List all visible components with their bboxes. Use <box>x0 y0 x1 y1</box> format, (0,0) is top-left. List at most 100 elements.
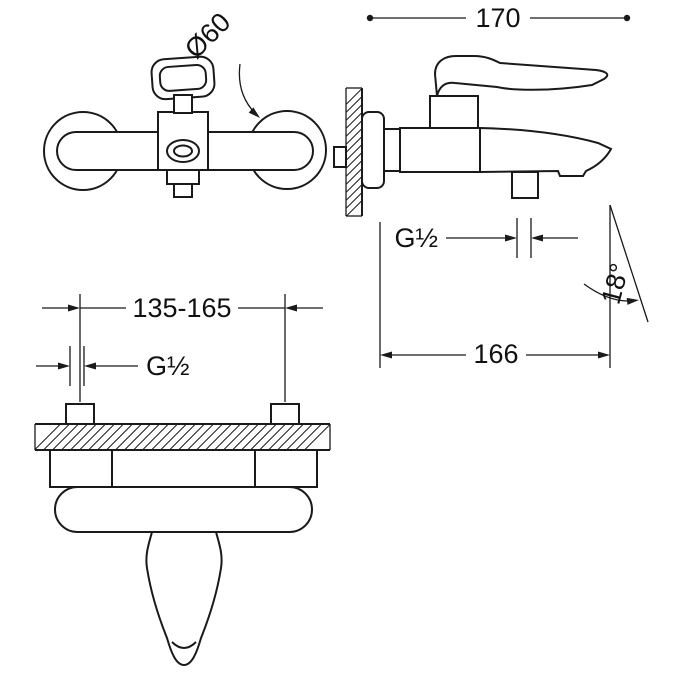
spout-angle-line <box>609 204 649 323</box>
hatch-line <box>133 424 160 450</box>
hatch-line <box>106 424 133 450</box>
hatch-line <box>346 104 362 121</box>
hatch-line <box>205 424 232 450</box>
hatch-line <box>196 424 223 450</box>
hatch-line <box>346 96 362 113</box>
hatch-line <box>70 424 97 450</box>
hatch-line <box>61 424 88 450</box>
hatch-line <box>346 160 362 177</box>
reach-arrowhead-right <box>598 351 610 359</box>
hatch-line <box>187 424 214 450</box>
thread-bottom-arrowhead-left <box>58 362 70 370</box>
supply-pipe-right <box>270 403 300 425</box>
spout-outlet-oval <box>166 139 200 163</box>
hatch-line <box>346 192 362 209</box>
spacing-arrowhead-right <box>285 304 297 312</box>
hatch-line <box>214 424 241 450</box>
thread-arrowhead-left <box>505 234 517 242</box>
hatch-line <box>232 424 259 450</box>
connector-front <box>166 169 200 185</box>
thread-arrowhead-right <box>531 234 543 242</box>
hatch-line <box>346 152 362 169</box>
wall-section-bottom <box>34 423 331 451</box>
dim-hole-spacing: 135-165 <box>42 293 323 402</box>
hatch-line <box>277 424 304 450</box>
cartridge-side <box>429 95 479 129</box>
reach-arrowhead-left <box>380 351 392 359</box>
spout-aerator-detail <box>171 641 197 649</box>
supply-pipe-left <box>65 403 95 425</box>
side-wall-hatch <box>346 88 362 217</box>
hatch-line <box>268 424 295 450</box>
dim-thread-bottom: G½ <box>36 346 190 386</box>
dim-thread-side: G½ <box>394 218 578 258</box>
escutcheon-hub-side <box>383 128 401 172</box>
mixer-body-bottom <box>54 486 313 533</box>
dim-label-reach: 166 <box>473 339 518 369</box>
diameter-leader-line <box>238 63 259 117</box>
spout-side <box>479 126 613 177</box>
dim-spout-reach: 166 <box>379 222 610 369</box>
hatch-line <box>97 424 124 450</box>
bottom-view <box>34 403 331 667</box>
hatch-line <box>346 144 362 161</box>
angle-arrowhead <box>626 297 639 305</box>
hatch-line <box>169 424 196 450</box>
thread-bottom-arrowhead-right <box>84 362 96 370</box>
spout-outlet-inner-oval <box>173 144 193 158</box>
hatch-line <box>304 424 331 450</box>
hatch-line <box>346 120 362 137</box>
hatch-line <box>160 424 187 450</box>
bottom-wall-hatch <box>34 424 331 450</box>
hatch-line <box>346 176 362 193</box>
hatch-line <box>223 424 250 450</box>
hatch-line <box>346 136 362 153</box>
hatch-line <box>43 424 70 450</box>
mounting-flange-left <box>49 449 113 488</box>
lever-handle-front <box>150 55 216 101</box>
spout-bottom <box>145 531 223 667</box>
hatch-line <box>346 128 362 145</box>
dim-overall-depth: 170 <box>366 3 631 33</box>
spacing-arrowhead-left <box>68 304 80 312</box>
dim-label-overall-depth: 170 <box>475 3 520 33</box>
front-view <box>43 55 327 198</box>
mounting-flange-right <box>254 449 318 488</box>
hatch-line <box>115 424 142 450</box>
diverter-knob-front <box>173 183 193 198</box>
hatch-line <box>286 424 313 450</box>
hatch-line <box>346 200 362 217</box>
hatch-line <box>124 424 151 450</box>
hatch-line <box>259 424 286 450</box>
dim-label-thread-side: G½ <box>394 223 438 253</box>
side-view <box>333 55 613 217</box>
hatch-line <box>79 424 106 450</box>
dim-label-diameter: Ø60 <box>179 7 236 64</box>
handle-inner <box>158 63 208 92</box>
lever-handle-side <box>433 55 609 97</box>
diameter-arrowhead <box>248 107 260 118</box>
hatch-line <box>346 184 362 201</box>
mixer-body-side <box>399 127 481 173</box>
hatch-line <box>346 88 362 105</box>
hatch-line <box>52 424 79 450</box>
supply-pipe-stub-side <box>333 146 347 168</box>
escutcheon-side <box>361 111 385 189</box>
hatch-line <box>346 112 362 129</box>
hatch-line <box>178 424 205 450</box>
diverter-knob-side <box>511 171 539 199</box>
hatch-line <box>34 424 61 450</box>
dim-label-spacing: 135-165 <box>132 293 231 323</box>
dim-label-thread-bottom: G½ <box>146 351 190 381</box>
hatch-line <box>241 424 268 450</box>
handle-stem-front <box>173 94 193 114</box>
hatch-line <box>295 424 322 450</box>
hatch-line <box>151 424 178 450</box>
hatch-line <box>88 424 115 450</box>
dim-spout-angle: 18° <box>583 204 649 368</box>
hatch-line <box>142 424 169 450</box>
wall-section-side <box>345 87 363 217</box>
hatch-line <box>250 424 277 450</box>
